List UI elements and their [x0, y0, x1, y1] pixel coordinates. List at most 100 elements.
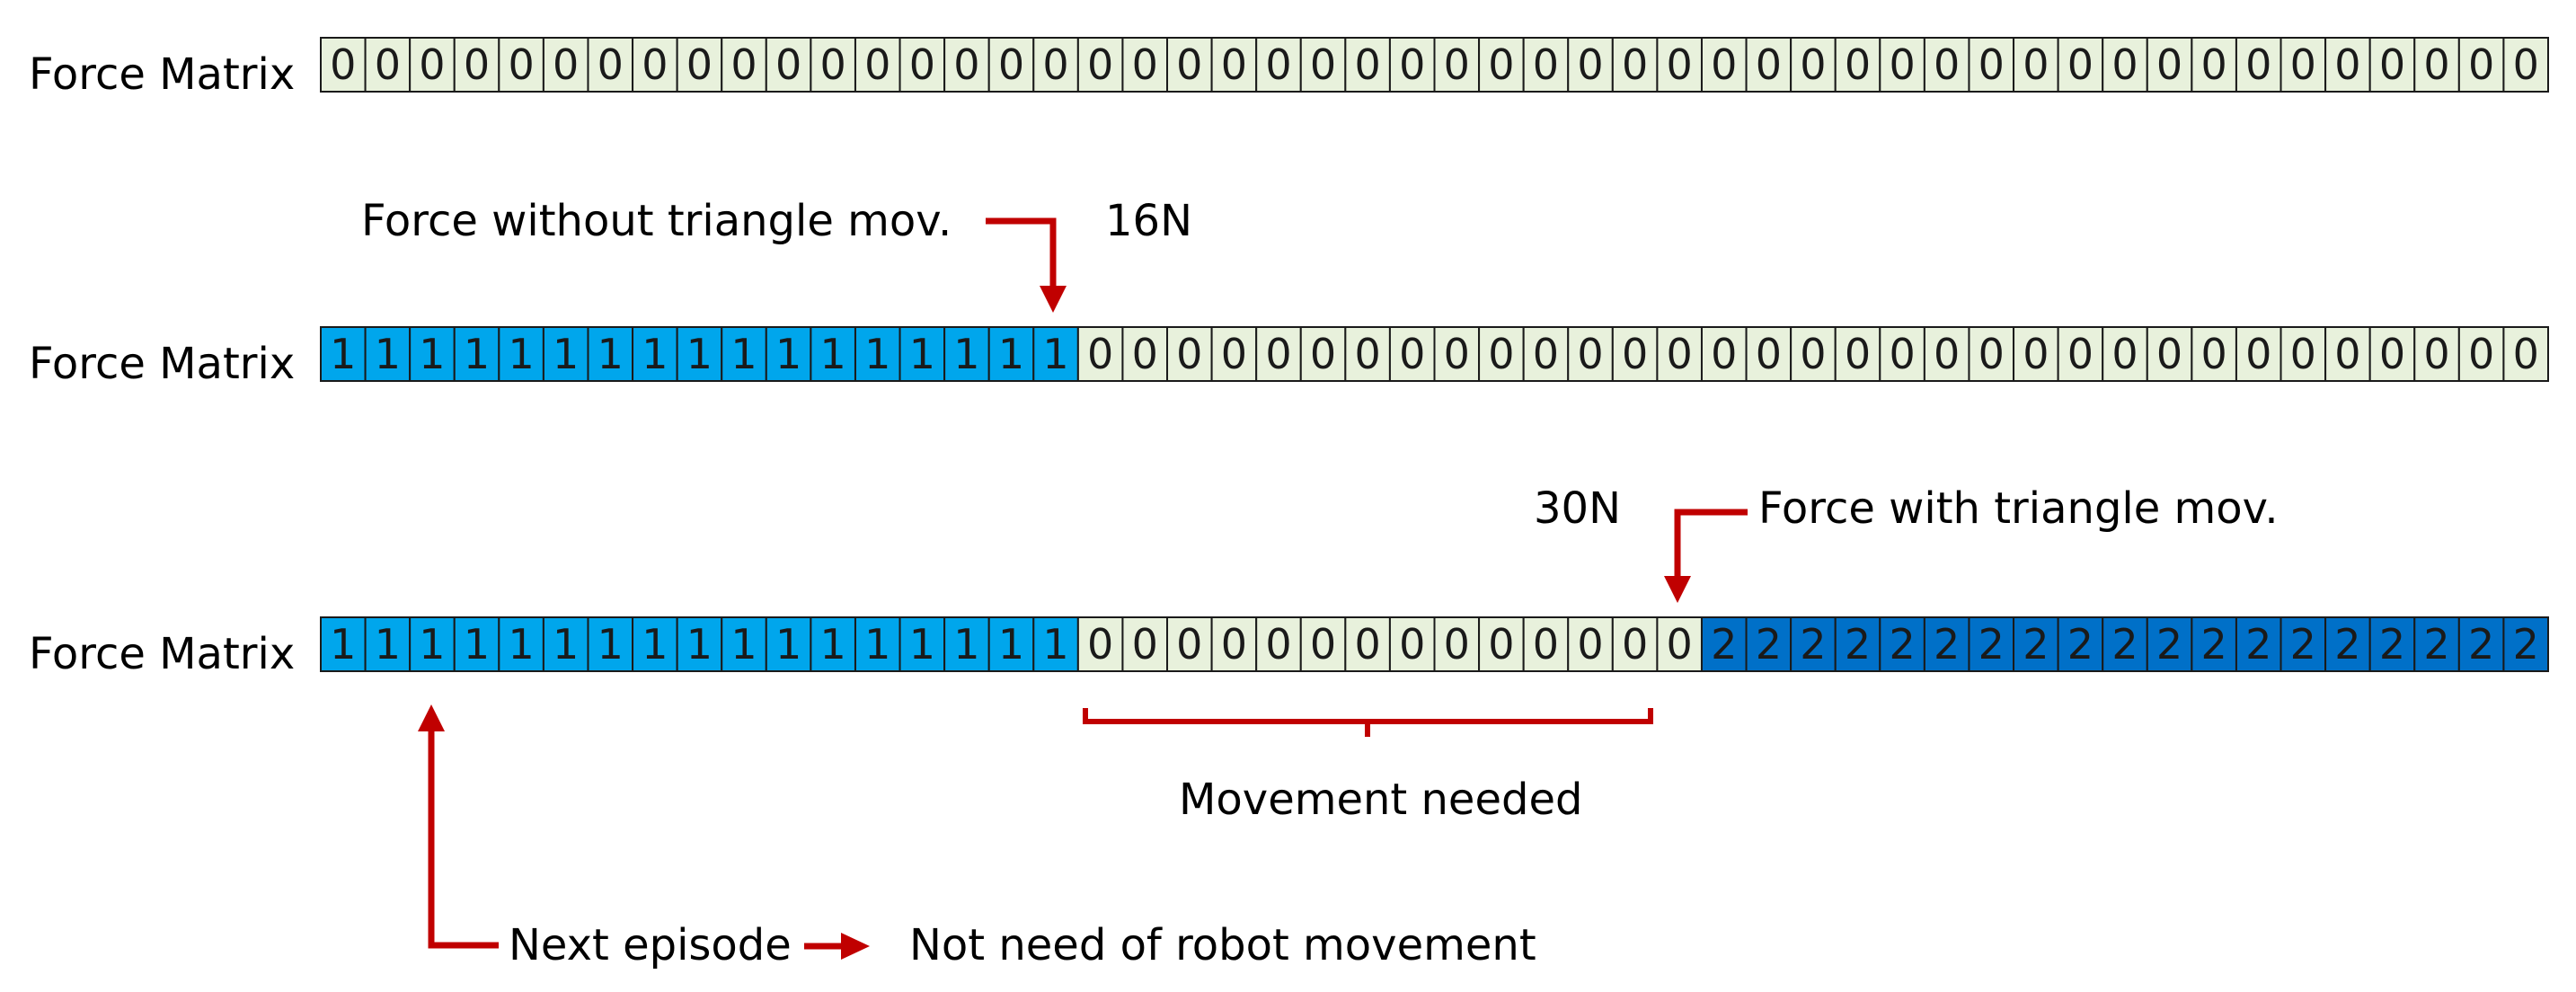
matrix-cell [1032, 326, 1079, 382]
matrix-cell-value: 0 [1087, 330, 1113, 378]
to-not-need-arrowhead [841, 933, 870, 960]
matrix-cell-value: 1 [864, 620, 890, 669]
matrix-cell-value: 1 [375, 330, 401, 378]
matrix-cell-value: 1 [419, 620, 445, 669]
matrix-cell [1076, 326, 1124, 382]
matrix-cell-value: 2 [2468, 620, 2494, 669]
matrix-cell-value: 0 [1310, 330, 1336, 378]
matrix-cell-value: 1 [508, 620, 534, 669]
matrix-cell-value: 0 [2334, 330, 2360, 378]
matrix-cell-value: 0 [1132, 40, 1158, 89]
matrix-cell [2235, 326, 2282, 382]
matrix-cell-value: 2 [2156, 620, 2182, 669]
matrix-cell-value: 2 [2067, 620, 2094, 669]
matrix-cell-value: 1 [598, 330, 624, 378]
matrix-cell [2013, 616, 2059, 672]
matrix-cell [721, 37, 767, 93]
matrix-cell [1611, 616, 1659, 672]
matrix-cell-value: 0 [1533, 330, 1559, 378]
matrix-cell [1166, 616, 1213, 672]
matrix-cell-value: 1 [730, 330, 757, 378]
matrix-cell [2324, 326, 2371, 382]
matrix-cell [632, 37, 678, 93]
matrix-cell [409, 326, 456, 382]
matrix-cell-value: 1 [553, 330, 579, 378]
matrix-cell-value: 0 [1934, 40, 1960, 89]
matrix-cell [2146, 616, 2193, 672]
matrix-cell-value: 0 [2513, 40, 2539, 89]
matrix-cell [1700, 616, 1748, 672]
matrix-cell [1567, 616, 1614, 672]
matrix-cell-value: 1 [686, 620, 713, 669]
matrix-cell-value: 0 [2245, 40, 2271, 89]
matrix-cell-value: 0 [2156, 40, 2182, 89]
matrix-cell-value: 2 [2334, 620, 2360, 669]
matrix-cell [1567, 326, 1614, 382]
matrix-cell-value: 1 [508, 330, 534, 378]
movement-needed-label: Movement needed [1179, 775, 1582, 825]
matrix-cell [899, 326, 946, 382]
matrix-cell-value: 0 [1132, 620, 1158, 669]
matrix-cell-value: 0 [730, 40, 757, 89]
matrix-cell [2413, 326, 2460, 382]
matrix-cell-value: 0 [2111, 40, 2138, 89]
matrix-cell-value: 0 [998, 40, 1024, 89]
matrix-cell [2457, 616, 2505, 672]
not-need-label: Not need of robot movement [909, 920, 1536, 970]
matrix-cell-value: 0 [1711, 330, 1737, 378]
matrix-cell [1923, 37, 1970, 93]
matrix-cell-value: 1 [1042, 620, 1068, 669]
matrix-cell-value: 0 [2468, 40, 2494, 89]
matrix-cell [1255, 37, 1302, 93]
matrix-cell-value: 0 [2111, 330, 2138, 378]
matrix-cell-value: 2 [1889, 620, 1915, 669]
matrix-cell-value: 0 [1667, 330, 1693, 378]
matrix-cell [987, 616, 1035, 672]
matrix-cell-value: 0 [2379, 330, 2405, 378]
matrix-cell-value: 0 [1354, 620, 1380, 669]
matrix-cell [1923, 326, 1970, 382]
matrix-cell-value: 0 [1132, 330, 1158, 378]
matrix-cell-value: 0 [1800, 330, 1826, 378]
matrix-cell-value: 0 [1042, 40, 1068, 89]
matrix-cell-value: 0 [553, 40, 579, 89]
matrix-cell-value: 2 [1934, 620, 1960, 669]
matrix-cell-value: 0 [1265, 40, 1291, 89]
matrix-cell-value: 1 [775, 620, 801, 669]
matrix-cell-value: 0 [508, 40, 534, 89]
matrix-cell-value: 0 [1221, 620, 1247, 669]
matrix-cell-value: 0 [2513, 330, 2539, 378]
matrix-cell-value: 1 [953, 330, 979, 378]
matrix-cell-value: 0 [1622, 40, 1648, 89]
matrix-cell-value: 0 [2468, 330, 2494, 378]
matrix-cell-value: 0 [1934, 330, 1960, 378]
matrix-cell-value: 1 [953, 620, 979, 669]
matrix-cell-value: 0 [1800, 40, 1826, 89]
matrix-cell-value: 1 [419, 330, 445, 378]
matrix-cell-value: 1 [642, 620, 668, 669]
matrix-cell-value: 0 [2023, 40, 2049, 89]
matrix-cell [2102, 37, 2148, 93]
matrix-cell [1478, 326, 1525, 382]
matrix-cell-value: 0 [1756, 40, 1782, 89]
matrix-cell [542, 37, 589, 93]
matrix-cell [1968, 326, 2015, 382]
matrix-cell-value: 0 [1176, 330, 1202, 378]
matrix-cell-value: 0 [1265, 330, 1291, 378]
matrix-cell-value: 0 [2067, 330, 2094, 378]
matrix-cell [2191, 616, 2237, 672]
matrix-cell [2102, 326, 2148, 382]
matrix-cell-value: 0 [2201, 330, 2227, 378]
matrix-cell [1700, 326, 1748, 382]
matrix-cell-value: 0 [1488, 40, 1514, 89]
matrix-cell [409, 37, 456, 93]
matrix-cell [632, 616, 678, 672]
matrix-cell [364, 616, 412, 672]
matrix-cell-value: 0 [1176, 40, 1202, 89]
matrix-cell [1121, 326, 1169, 382]
matrix-cell [943, 616, 990, 672]
matrix-cell-value: 0 [1221, 330, 1247, 378]
matrix-cell-value: 0 [1577, 620, 1603, 669]
next-episode-label: Next episode [509, 920, 792, 970]
